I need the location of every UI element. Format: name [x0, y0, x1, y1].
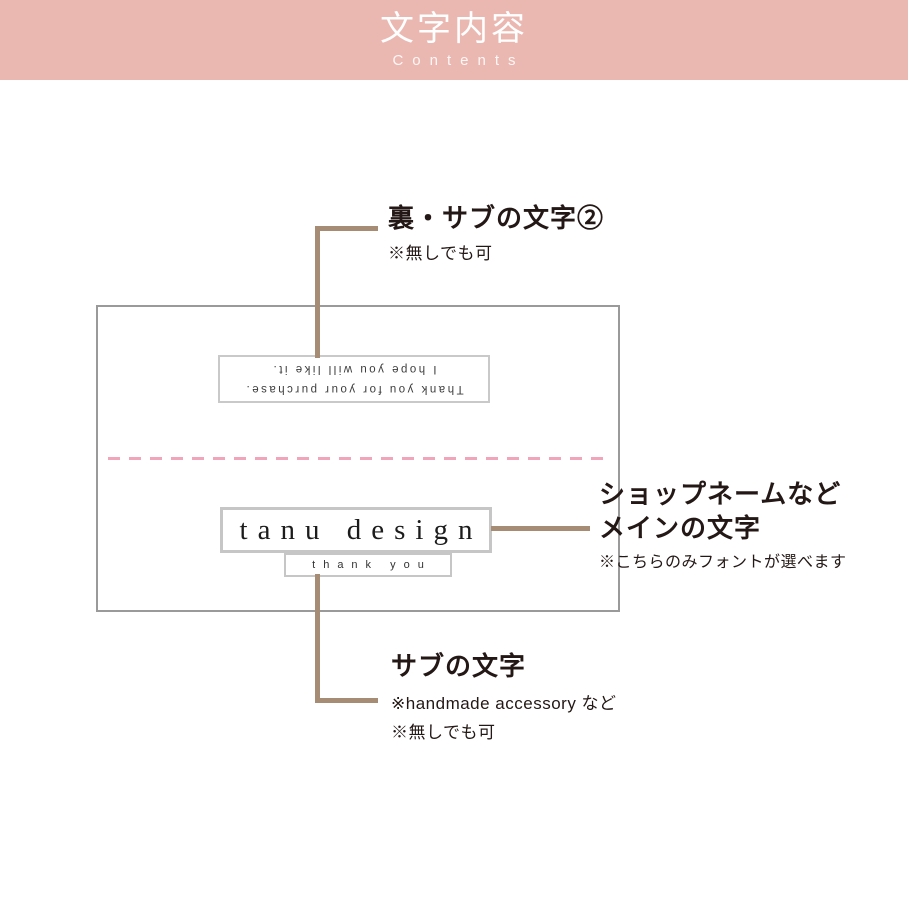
- annotation-main-title-line2: メインの文字: [599, 513, 762, 543]
- sub-text: thank you: [312, 559, 432, 571]
- annotation-sub-note1: ※handmade accessory など: [391, 694, 617, 713]
- annotation-back-sub-title: 裏・サブの文字②: [388, 203, 605, 233]
- back-text-box: Thank you for your purchase. I hope you …: [218, 355, 490, 403]
- main-text-box: tanu design: [220, 507, 492, 553]
- annotation-sub-text: サブの文字 ※handmade accessory など ※無しでも可: [391, 649, 617, 747]
- sub-text-box: thank you: [284, 553, 452, 577]
- back-text-line2: I hope you will like it.: [271, 364, 437, 376]
- annotation-main-note: ※こちらのみフォントが選べます: [599, 554, 847, 571]
- connector-main-horizontal: [491, 526, 590, 531]
- annotation-sub-title: サブの文字: [391, 651, 527, 681]
- back-text-rotated: Thank you for your purchase. I hope you …: [244, 359, 464, 398]
- annotation-back-sub-note: ※無しでも可: [388, 244, 493, 263]
- connector-back-horizontal: [315, 226, 378, 231]
- connector-sub-horizontal: [315, 698, 378, 703]
- page-subtitle: Contents: [392, 51, 525, 69]
- main-text: tanu design: [239, 513, 483, 546]
- connector-sub-vertical: [315, 574, 320, 703]
- connector-back-vertical: [315, 226, 320, 358]
- back-text-line1: Thank you for your purchase.: [244, 383, 464, 396]
- annotation-sub-note2: ※無しでも可: [391, 723, 496, 742]
- card-preview: Thank you for your purchase. I hope you …: [96, 305, 620, 612]
- annotation-main-title-line1: ショップネームなど: [599, 479, 842, 509]
- fold-dashed-line: [108, 457, 610, 460]
- annotation-back-sub: 裏・サブの文字② ※無しでも可: [388, 201, 604, 268]
- annotation-sub-notes: ※handmade accessory など ※無しでも可: [391, 689, 617, 747]
- header-banner: 文字内容 Contents: [0, 0, 908, 80]
- page-title: 文字内容: [380, 10, 528, 49]
- annotation-main-text: ショップネームなど メインの文字 ※こちらのみフォントが選べます: [599, 477, 847, 577]
